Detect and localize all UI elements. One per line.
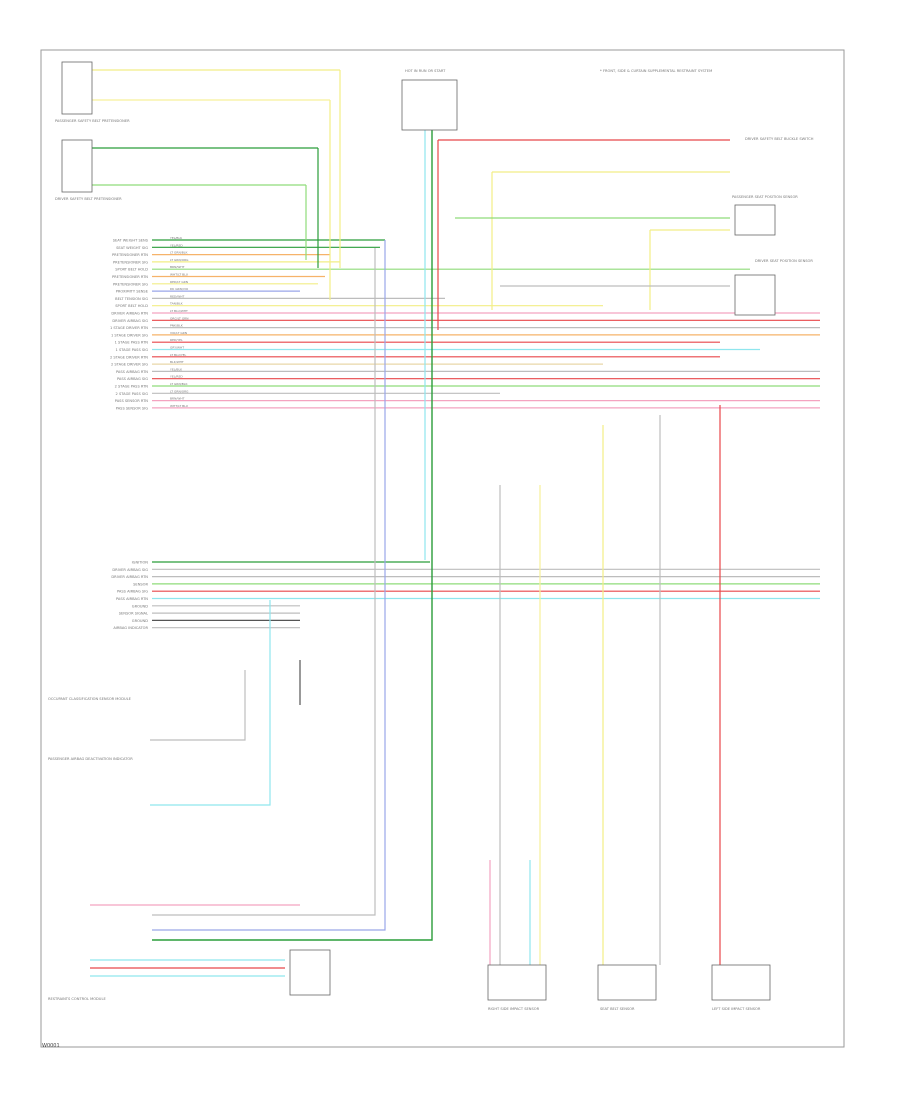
connector-pin-label: GROUND <box>132 619 148 623</box>
connector-pin-label: AIRBAG INDICATOR <box>113 626 148 630</box>
connector-pin-label: PRETENSIONER SIG <box>113 282 148 286</box>
connector-pin-label: PRETENSIONER RTN <box>112 275 148 279</box>
connector-pin-label: PASS AIRBAG SIG <box>117 377 148 381</box>
wire-code-label: YEL/RED <box>170 243 183 247</box>
wire-code-label: YEL/RED <box>170 375 183 379</box>
wire-feed <box>152 130 433 941</box>
component-layer <box>61 61 776 1001</box>
wire-lower <box>150 600 271 806</box>
page-id: W0001 <box>42 1043 60 1049</box>
occupant-classification-box <box>289 949 331 996</box>
diagram-note: * FRONT, SIDE & CURTAIN SUPPLEMENTAL RES… <box>600 69 712 73</box>
component-label: PASSENGER SEAT POSITION SENSOR <box>732 195 798 199</box>
connector-pin-label: PROXIMITY SENSE <box>116 290 149 294</box>
component-label: RIGHT SIDE IMPACT SENSOR <box>488 1007 540 1011</box>
wire-code-label: LT BLU/YEL <box>170 353 187 357</box>
right-impact-sensor-box <box>487 964 547 1001</box>
wire-code-label: BRN/WHT <box>170 397 185 401</box>
wire-code-label: LT GRN/BLK <box>170 382 188 386</box>
connector-pin-label: GROUND <box>132 604 148 608</box>
component-label: OCCUPANT CLASSIFICATION SENSOR MODULE <box>48 697 132 701</box>
connector-pin-label: PASS SENSOR SIG <box>116 406 148 410</box>
component-label: PASSENGER AIRBAG DEACTIVATION INDICATOR <box>48 757 133 761</box>
wire-code-label: PNK/BLK <box>170 324 184 328</box>
connector-pin-label: DRIVER AIRBAG RTN <box>111 312 148 316</box>
connector-pin-label: 1 STAGE PASS SIG <box>116 348 149 352</box>
connector-pin-label: PASS AIRBAG RTN <box>116 370 148 374</box>
driver-pretensioner-box <box>61 139 93 193</box>
connector-pin-label: PRETENSIONER RTN <box>112 253 148 257</box>
connector-pin-label: DRIVER AIRBAG SIG <box>112 568 148 572</box>
connector-pin-label: 1 STAGE DRIVER RTN <box>110 326 148 330</box>
connector-pin-label: SEAT WEIGHT SENS <box>113 239 149 243</box>
seat-position-sensor-box <box>734 204 776 236</box>
wire-code-label: LT GRN/BLK <box>170 251 188 255</box>
wire-code-label: LT BLU/WHT <box>170 309 188 313</box>
wire-code-label: RED/YEL <box>170 338 183 342</box>
component-label: DRIVER SAFETY BELT PRETENSIONER <box>55 197 122 201</box>
passenger-pretensioner-box <box>61 61 93 115</box>
connector-pin-label: SEAT WEIGHT SIG <box>116 246 148 250</box>
wire-code-label: BRN/WHT <box>170 265 185 269</box>
connector-pin-label: 1 STAGE DRIVER SIG <box>111 333 148 337</box>
connector-pin-label: PRETENSIONER SIG <box>113 260 148 264</box>
wire-code-label: VIO/LT GRN <box>170 331 187 335</box>
wire-code-label: WHT/LT BLU <box>170 404 188 408</box>
wire-feed <box>152 248 376 916</box>
wire-code-label: ORG/LT GRN <box>170 316 188 320</box>
connector-pin-label: PASS AIRBAG SIG <box>117 590 148 594</box>
component-label: SEAT BELT SENSOR <box>600 1007 635 1011</box>
connector-pin-label: SENSOR <box>133 582 148 586</box>
fuse-box <box>401 79 458 131</box>
wire-code-label: RED/LT GRN <box>170 280 188 284</box>
component-label: DRIVER SEAT POSITION SENSOR <box>755 259 813 263</box>
wire-code-label: LT GRN/ORG <box>170 258 189 262</box>
connector-pin-label: 1 STAGE PASS RTN <box>115 341 149 345</box>
connector-pin-label: SPORT BELT HOLD <box>115 304 148 308</box>
wire-code-label: TAN/BLK <box>169 302 184 306</box>
wire-code-label: BLK/WHT <box>170 360 184 364</box>
wire-code-label: RED/WHT <box>170 294 185 298</box>
connector-pin-label: 2 STAGE DRIVER SIG <box>111 363 148 367</box>
connector-pin-label: IGNITION <box>132 561 149 565</box>
connector-pin-label: DRIVER AIRBAG SIG <box>112 319 148 323</box>
connector-pin-label: SENSOR SIGNAL <box>119 612 148 616</box>
component-label: RESTRAINTS CONTROL MODULE <box>48 997 106 1001</box>
wire-code-label: WHT/LT BLU <box>170 273 188 277</box>
component-label: DRIVER SAFETY BELT BUCKLE SWITCH <box>745 137 814 141</box>
wire-feed <box>152 240 386 931</box>
connector-pin-label: SPORT BELT HOLD <box>115 268 148 272</box>
wire-code-label: DK GRN/VIO <box>170 287 189 291</box>
wire-lower <box>150 670 246 741</box>
wire-layer <box>90 69 820 977</box>
diagram-border <box>40 49 845 1048</box>
left-impact-sensor-box <box>711 964 771 1001</box>
component-label: HOT IN RUN OR START <box>405 69 446 73</box>
wire-code-label: YEL/BLK <box>170 367 183 371</box>
connector-pin-label: PASS AIRBAG RTN <box>116 597 148 601</box>
connector-pin-label: 2 STAGE PASS SIG <box>116 392 149 396</box>
label-layer: SEAT WEIGHT SENS SEAT WEIGHT SIG PRETENSIO… <box>48 69 814 1011</box>
component-label: LEFT SIDE IMPACT SENSOR <box>712 1007 761 1011</box>
connector-pin-label: 2 STAGE DRIVER RTN <box>110 355 148 359</box>
component-label: PASSENGER SAFETY BELT PRETENSIONER <box>55 119 130 123</box>
wire-code-label: GRY/WHT <box>170 346 184 350</box>
wire-code-label: YEL/BLK <box>170 236 183 240</box>
connector-pin-label: 2 STAGE PASS RTN <box>115 385 149 389</box>
connector-pin-label: PASS SENSOR RTN <box>115 399 149 403</box>
connector-pin-label: BELT TENSION SIG <box>115 297 148 301</box>
buckle-switch-box <box>734 274 776 316</box>
wire-code-label: LT GRN/ORG <box>170 389 189 393</box>
seat-belt-sensor-box <box>597 964 657 1001</box>
connector-pin-label: DRIVER AIRBAG RTN <box>111 575 148 579</box>
